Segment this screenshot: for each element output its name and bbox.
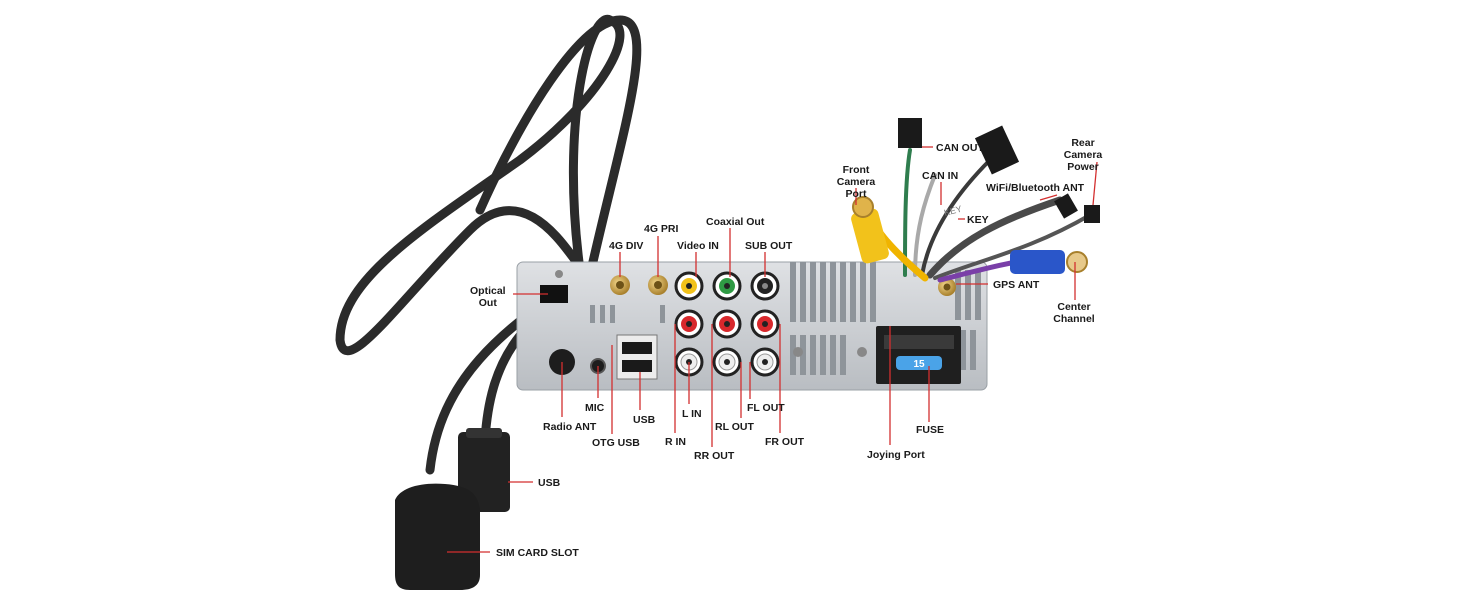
label-fuse: FUSE bbox=[916, 424, 945, 436]
fl-out-jack bbox=[750, 347, 780, 377]
label-can-out: CAN OUT bbox=[936, 142, 984, 154]
video-in-jack bbox=[674, 271, 704, 301]
rl-out-jack bbox=[712, 347, 742, 377]
label-video-in: Video IN bbox=[677, 240, 719, 252]
label-center-channel: Center Channel bbox=[1053, 301, 1095, 325]
can-out-connector bbox=[898, 118, 922, 148]
center-channel-plug bbox=[1010, 250, 1088, 274]
label-sub-out: SUB OUT bbox=[745, 240, 793, 252]
label-optical-out: Optical Out bbox=[470, 285, 506, 309]
usb-ports bbox=[616, 334, 658, 380]
label-wifi-bt-ant: WiFi/Bluetooth ANT bbox=[986, 182, 1085, 194]
label-rr-out: RR OUT bbox=[694, 450, 735, 462]
label-key: KEY bbox=[967, 214, 989, 226]
label-otg-usb: OTG USB bbox=[592, 437, 640, 449]
label-usb-cable: USB bbox=[538, 477, 561, 489]
can-in-connector bbox=[974, 125, 1020, 175]
label-rl-out: RL OUT bbox=[715, 421, 754, 433]
r-in-jack bbox=[674, 309, 704, 339]
label-l-in: L IN bbox=[682, 408, 702, 420]
label-fr-out: FR OUT bbox=[765, 436, 805, 448]
label-usb-port: USB bbox=[633, 414, 656, 426]
coaxial-out-jack bbox=[712, 271, 742, 301]
front-camera-plug bbox=[851, 196, 889, 264]
key-tag-text: KEY bbox=[943, 204, 963, 218]
leader-lines bbox=[447, 146, 1098, 553]
optical-out-port bbox=[540, 285, 568, 303]
4g-pri-antenna bbox=[648, 275, 668, 295]
label-4g-div: 4G DIV bbox=[609, 240, 644, 252]
label-gps-ant: GPS ANT bbox=[993, 279, 1040, 291]
label-mic: MIC bbox=[585, 402, 605, 414]
gps-ant-connector bbox=[938, 278, 956, 296]
label-sim-card-slot: SIM CARD SLOT bbox=[496, 547, 579, 559]
wifi-bt-ant-cable bbox=[1054, 193, 1078, 219]
fr-out-jack bbox=[750, 309, 780, 339]
label-fl-out: FL OUT bbox=[747, 402, 785, 414]
sim-card-box bbox=[395, 483, 480, 590]
label-rear-camera-power: Rear Camera Power bbox=[1063, 137, 1103, 173]
rear-camera-power-connector bbox=[1084, 205, 1100, 223]
rr-out-jack bbox=[712, 309, 742, 339]
label-joying-port: Joying Port bbox=[867, 449, 925, 461]
label-radio-ant: Radio ANT bbox=[543, 421, 597, 433]
label-front-camera-port: Front Camera Port bbox=[836, 164, 876, 200]
label-can-in: CAN IN bbox=[922, 170, 959, 182]
wire-harness bbox=[866, 148, 1092, 283]
4g-div-antenna bbox=[610, 275, 630, 295]
fuse-rating: 15 bbox=[913, 359, 925, 370]
label-r-in: R IN bbox=[665, 436, 686, 448]
rca-jacks bbox=[674, 271, 780, 377]
joying-port-connector: 15 bbox=[876, 326, 961, 384]
label-4g-pri: 4G PRI bbox=[644, 223, 679, 235]
sub-out-jack bbox=[750, 271, 780, 301]
label-coaxial-out: Coaxial Out bbox=[706, 216, 765, 228]
